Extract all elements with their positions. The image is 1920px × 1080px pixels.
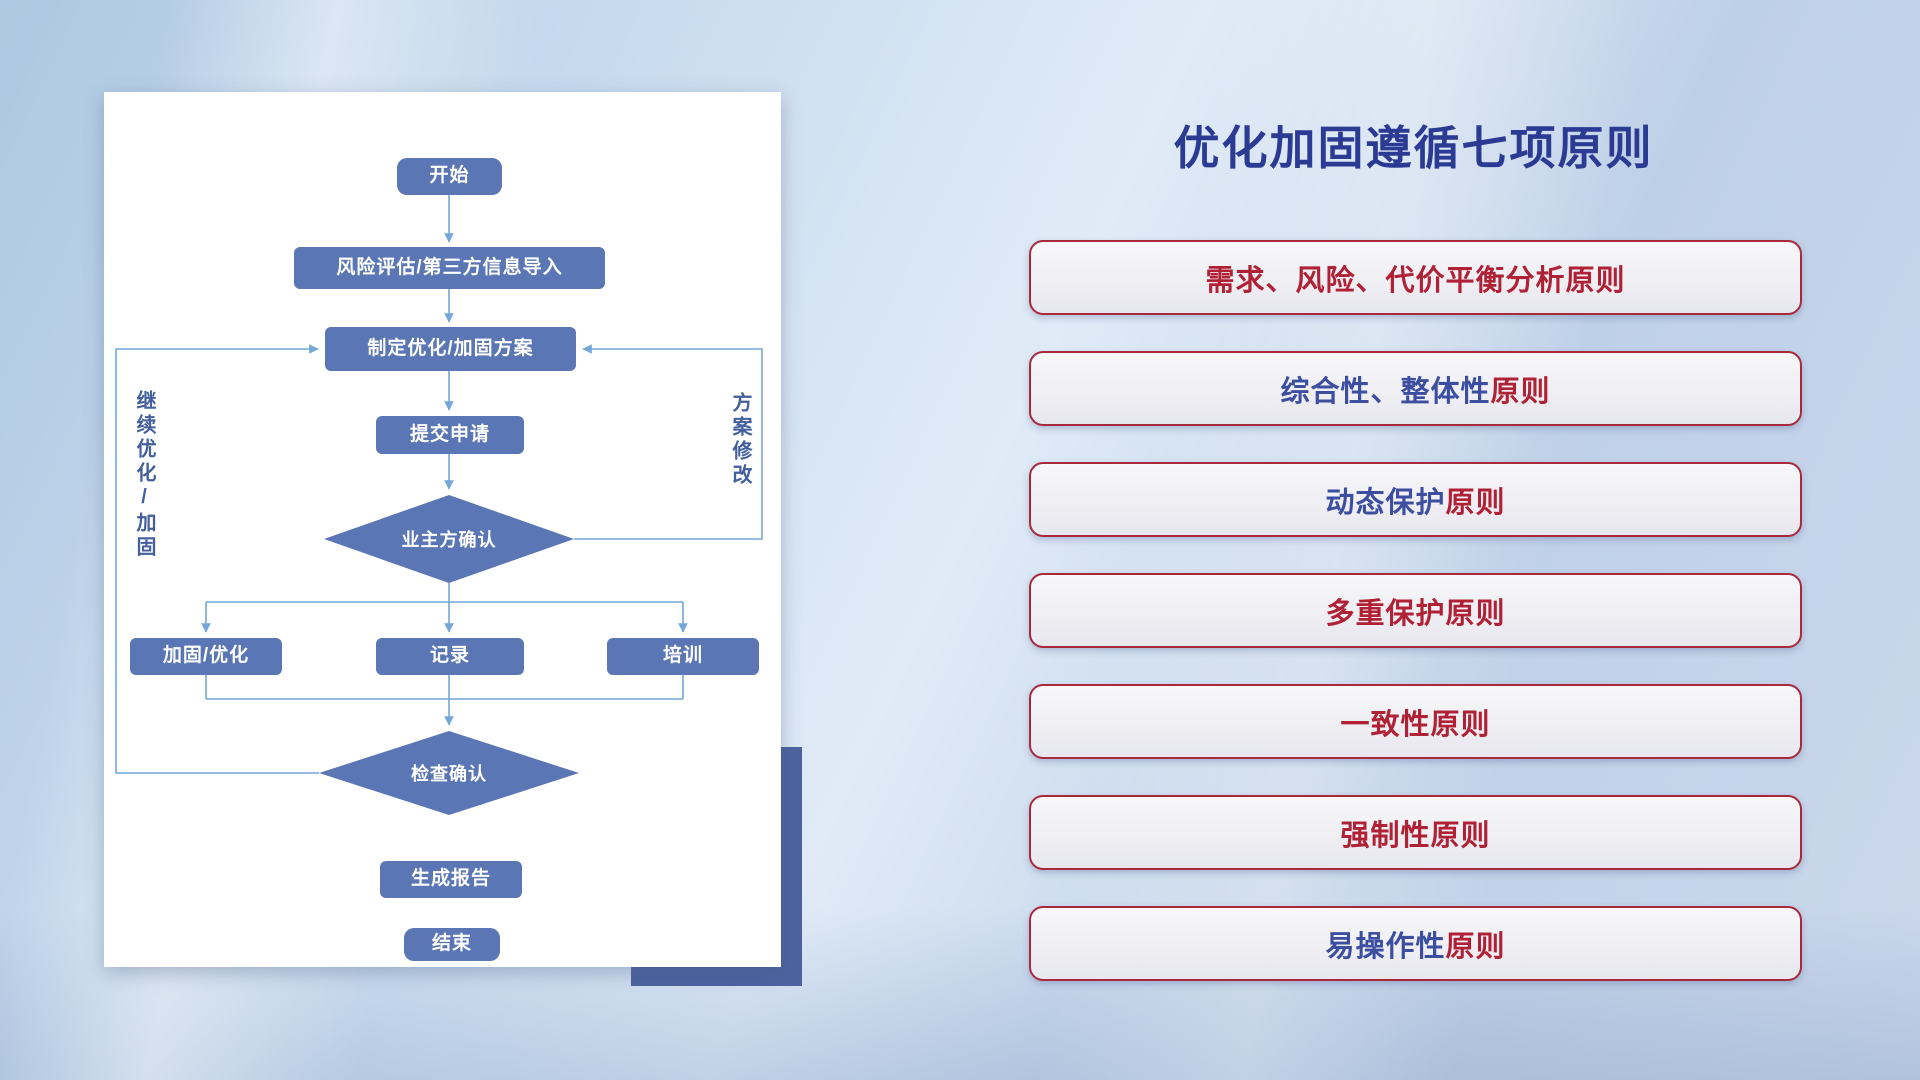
flow-node-reinforce-optimize: 加固/优化	[130, 638, 282, 675]
principle-6-text: 强制性	[1340, 819, 1431, 852]
principle-2-suffix: 原则	[1490, 375, 1551, 408]
flow-label-plan-revision: 方案修改	[729, 392, 751, 488]
page-title: 优化加固遵循七项原则	[1173, 122, 1654, 174]
principle-5-text: 一致性	[1340, 708, 1431, 741]
flowchart-panel: 开始 风险评估/第三方信息导入 制定优化/加固方案 提交申请 业主方确认 加固/…	[104, 92, 781, 967]
principle-7-text: 易操作性	[1325, 930, 1446, 963]
principle-card-2: 综合性、整体性原则	[1029, 351, 1802, 426]
principle-card-3: 动态保护原则	[1029, 462, 1802, 537]
flow-node-generate-report: 生成报告	[380, 861, 522, 898]
principle-6-suffix: 原则	[1430, 819, 1491, 852]
flow-node-start: 开始	[397, 158, 502, 195]
principle-1-suffix: 原则	[1565, 264, 1626, 297]
principle-5-suffix: 原则	[1430, 708, 1491, 741]
principle-card-7: 易操作性原则	[1029, 906, 1802, 981]
principle-card-5: 一致性原则	[1029, 684, 1802, 759]
principle-card-1: 需求、风险、代价平衡分析原则	[1029, 240, 1802, 315]
principle-card-6: 强制性原则	[1029, 795, 1802, 870]
flow-node-training: 培训	[607, 638, 759, 675]
flow-node-end: 结束	[404, 928, 500, 961]
principle-7-suffix: 原则	[1445, 930, 1506, 963]
flow-connectors	[115, 195, 763, 774]
flow-node-make-plan: 制定优化/加固方案	[325, 327, 576, 371]
flow-node-submit-application: 提交申请	[376, 416, 524, 454]
principle-1-text: 需求、风险、代价平衡分析	[1205, 264, 1566, 297]
principle-2-text: 综合性、整体性	[1280, 375, 1491, 408]
principle-4-suffix: 原则	[1445, 597, 1506, 630]
principle-card-4: 多重保护原则	[1029, 573, 1802, 648]
flow-node-risk-assessment: 风险评估/第三方信息导入	[294, 247, 605, 289]
principle-4-text: 多重保护	[1325, 597, 1446, 630]
flow-node-record: 记录	[376, 638, 524, 675]
principle-3-suffix: 原则	[1445, 486, 1506, 519]
flow-label-continue-optimization: 继续优化/加固	[133, 390, 155, 560]
principle-3-text: 动态保护	[1325, 486, 1446, 519]
